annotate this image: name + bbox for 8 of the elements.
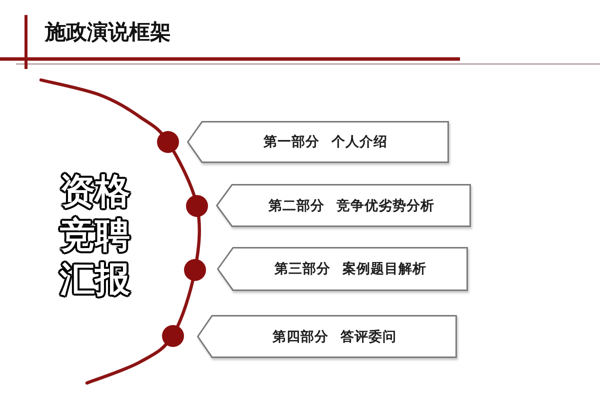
part-title: 第二部分 竞争优劣势分析 [268, 196, 434, 214]
part-title: 第三部分 案例题目解析 [274, 260, 426, 278]
outlined-heading: 资格竞聘汇报 [60, 170, 140, 302]
part-title: 第一部分 个人介绍 [264, 133, 388, 151]
part-title: 第四部分 答评委问 [272, 328, 396, 346]
page-title: 施政演说框架 [45, 20, 171, 44]
arrow-box [216, 184, 471, 227]
arrow-box [217, 247, 468, 291]
